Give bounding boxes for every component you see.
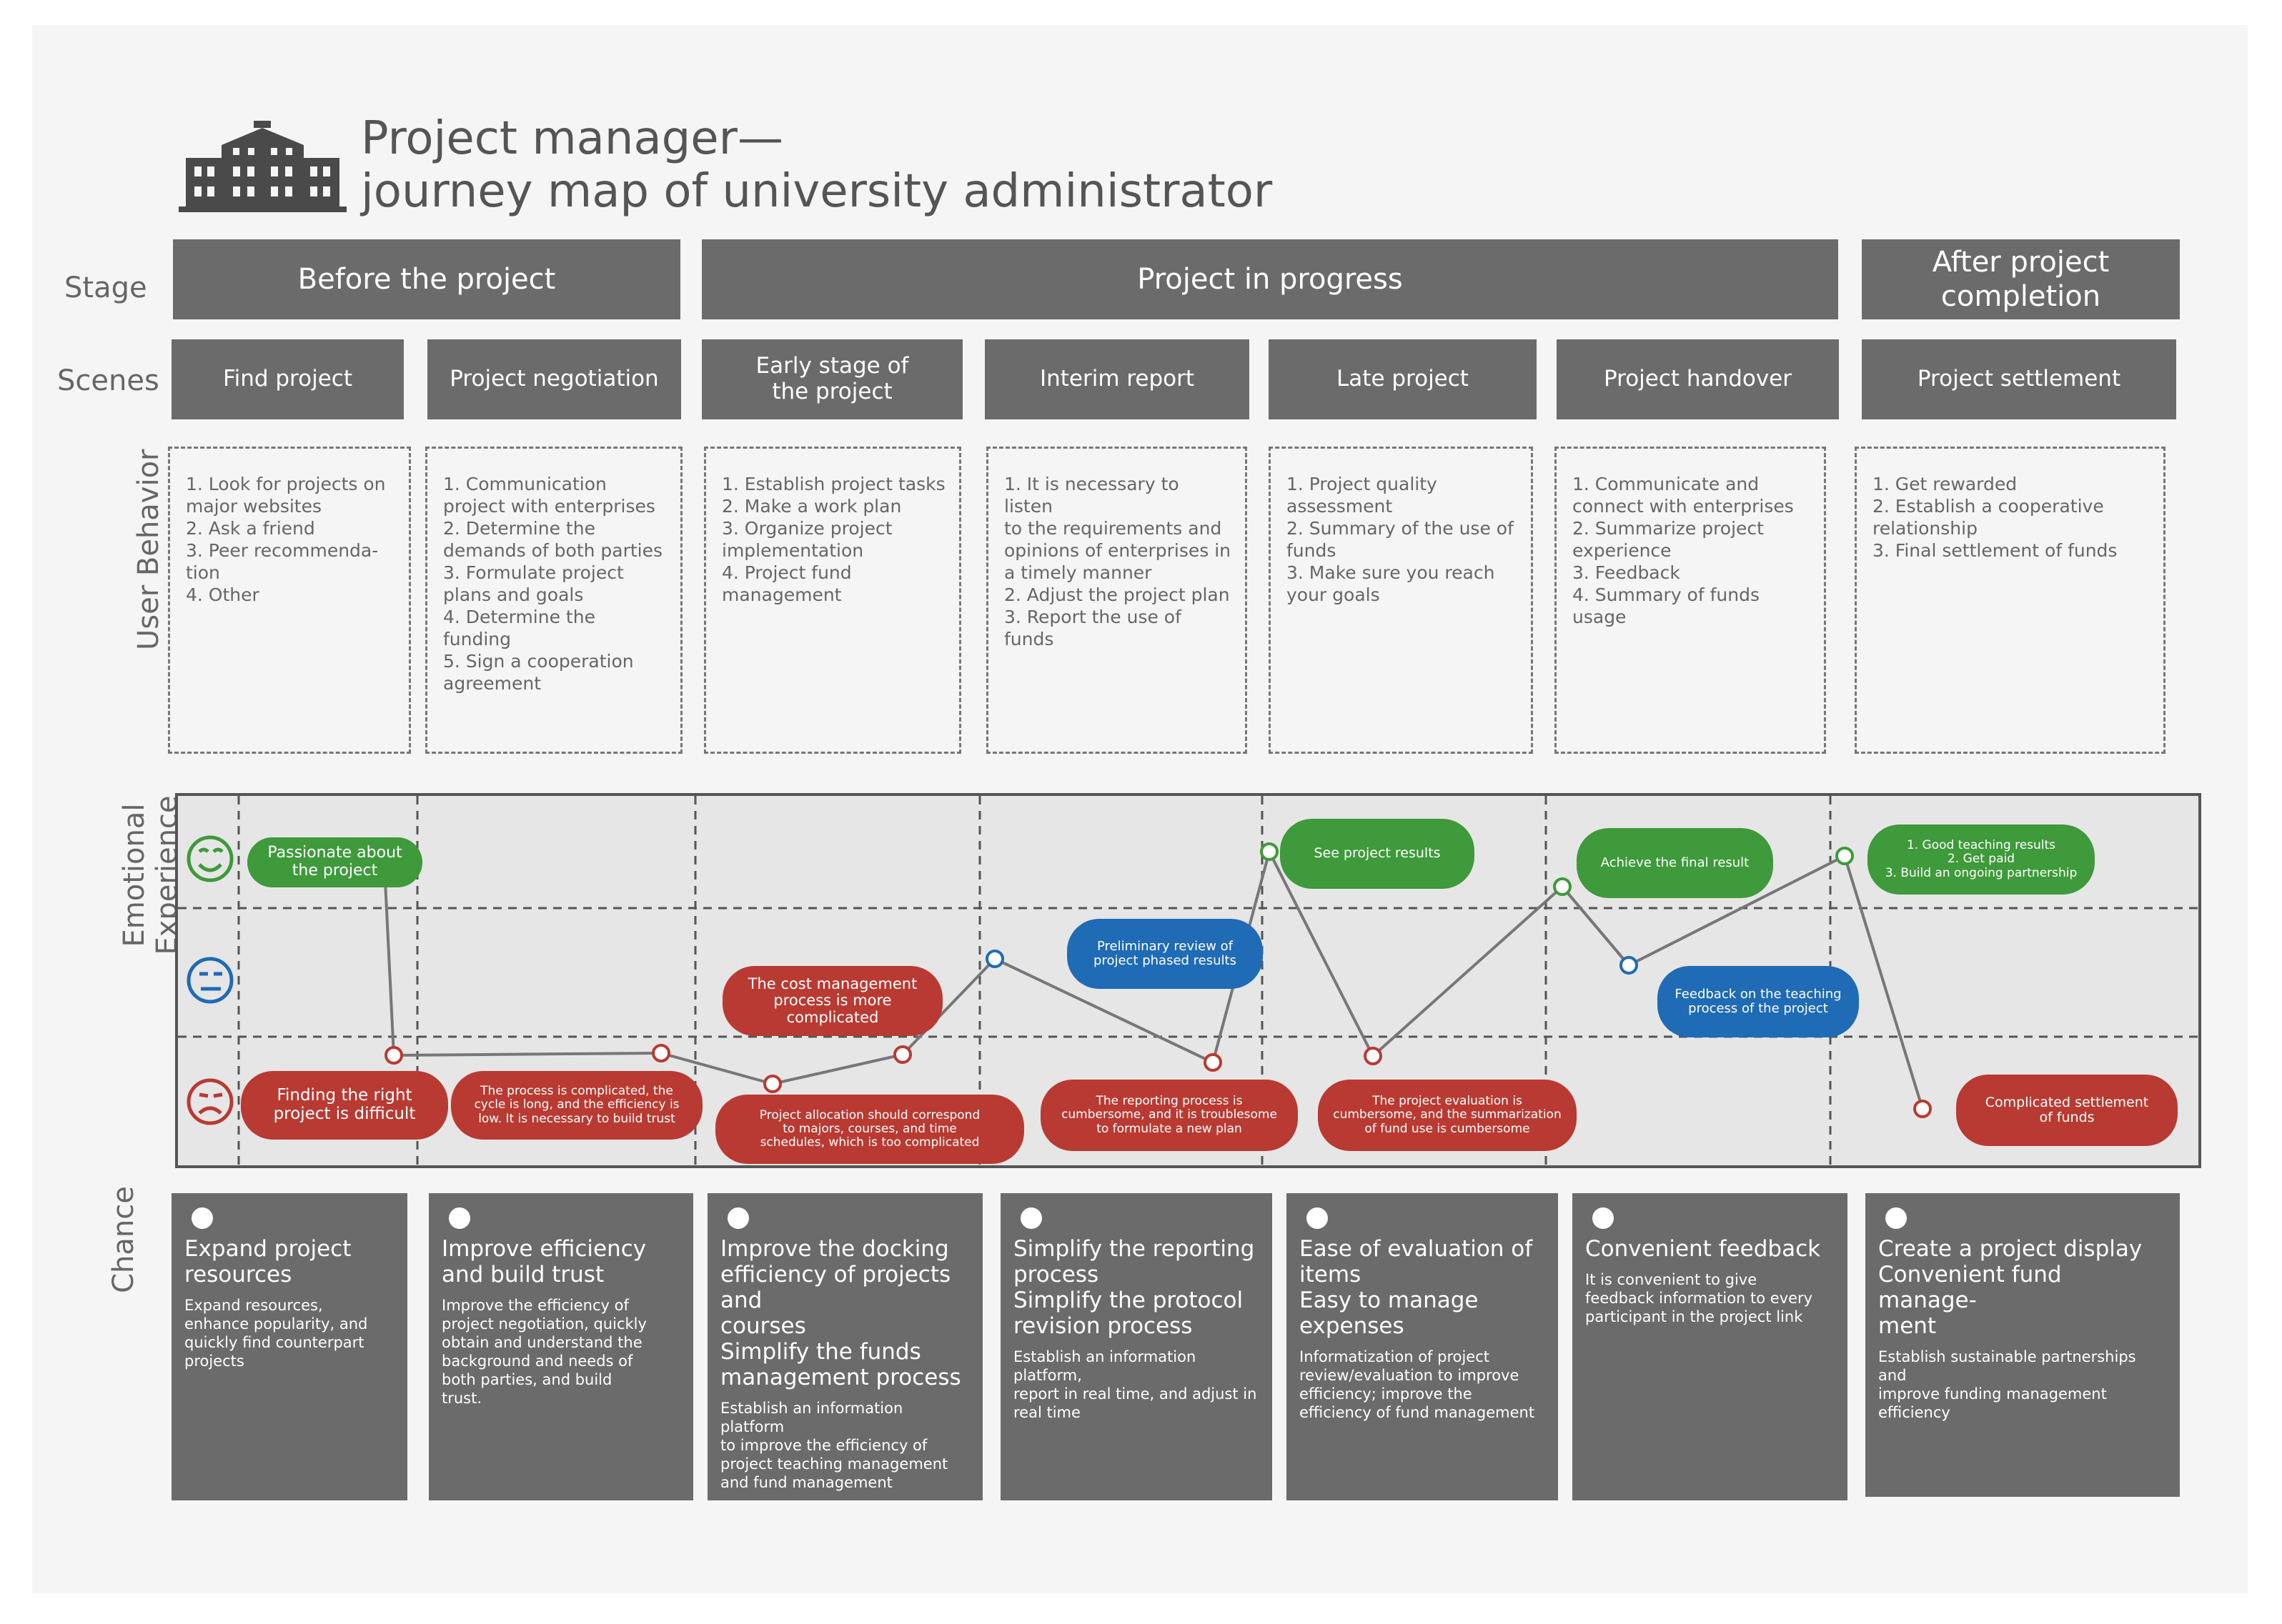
behavior-early-stage: 1. Establish project tasks 2. Make a wor… [704, 447, 961, 754]
bullet-dot-icon [449, 1207, 470, 1229]
emotion-bubble-reporting-cumbersome: The reporting process is cumbersome, and… [1041, 1080, 1298, 1151]
chance-ease-of-evaluation: Ease of evaluation of items Easy to mana… [1286, 1193, 1558, 1500]
scene-find-project: Find project [172, 339, 404, 419]
bullet-dot-icon [192, 1207, 213, 1229]
row-label-chance: Chance [107, 1186, 140, 1293]
emotion-point [893, 1045, 912, 1064]
emotion-point [763, 1075, 782, 1093]
stage-project-in-progress: Project in progress [702, 239, 1838, 319]
behavior-project-negotiation: 1. Communication project with enterprise… [425, 447, 683, 754]
emotion-point [652, 1044, 670, 1062]
chance-expand-resources: Expand project resources Expand resource… [172, 1193, 407, 1500]
stage-after-project-completion: After project completion [1862, 239, 2180, 319]
scene-late-project: Late project [1269, 339, 1537, 419]
scene-interim-report: Interim report [985, 339, 1249, 419]
emotional-experience-panel: Passionate about the project Finding the… [175, 793, 2201, 1168]
emotion-bubble-finding-difficult: Finding the right project is difficult [241, 1071, 448, 1140]
bullet-dot-icon [1885, 1207, 1907, 1229]
emotion-point [1913, 1100, 1932, 1118]
emotion-bubble-passionate: Passionate about the project [247, 837, 422, 887]
chance-simplify-reporting: Simplify the reporting process Simplify … [1001, 1193, 1272, 1500]
behavior-project-settlement: 1. Get rewarded 2. Establish a cooperati… [1855, 447, 2166, 754]
emotion-bubble-good-teaching: 1. Good teaching results 2. Get paid 3. … [1867, 825, 2095, 895]
bullet-dot-icon [1592, 1207, 1614, 1229]
sad-face-icon [187, 1078, 234, 1125]
emotion-point [385, 1046, 403, 1065]
bullet-dot-icon [728, 1207, 749, 1229]
emotion-bubble-final-result: Achieve the final result [1577, 828, 1773, 898]
chance-improve-docking: Improve the docking efficiency of projec… [708, 1193, 983, 1500]
emotion-bubble-cost-management: The cost management process is more comp… [723, 966, 943, 1036]
emotion-bubble-project-allocation: Project allocation should correspond to … [715, 1095, 1024, 1164]
behavior-late-project: 1. Project quality assessment 2. Summary… [1269, 447, 1533, 754]
title-line-1: Project manager— [361, 112, 783, 165]
emotion-bubble-process-complicated: The process is complicated, the cycle is… [451, 1071, 703, 1140]
behavior-project-handover: 1. Communicate and connect with enterpri… [1554, 447, 1826, 754]
emotion-bubble-complicated-settlement: Complicated settlement of funds [1956, 1075, 2178, 1146]
emotion-bubble-see-results: See project results [1280, 819, 1474, 889]
chance-convenient-feedback: Convenient feedback It is convenient to … [1572, 1193, 1847, 1500]
scene-project-handover: Project handover [1557, 339, 1839, 419]
emotion-point [986, 950, 1004, 968]
chance-project-display: Create a project display Convenient fund… [1865, 1193, 2180, 1497]
university-building-icon [179, 121, 347, 212]
row-label-stage: Stage [64, 272, 147, 304]
emotion-bubble-feedback-teaching: Feedback on the teaching process of the … [1657, 966, 1859, 1037]
behavior-interim-report: 1. It is necessary to listen to the requ… [986, 447, 1247, 754]
emotion-bubble-evaluation-cumbersome: The project evaluation is cumbersome, an… [1318, 1080, 1577, 1151]
row-label-scenes: Scenes [57, 364, 159, 397]
emotion-point [1364, 1047, 1382, 1065]
journey-map-canvas: Project manager— journey map of universi… [32, 25, 2248, 1593]
emotion-connector [1561, 885, 1630, 967]
emotion-point [1204, 1053, 1222, 1072]
row-label-user-behavior: User Behavior [132, 449, 165, 650]
emotion-point [1619, 956, 1638, 975]
bullet-dot-icon [1306, 1207, 1328, 1229]
behavior-find-project: 1. Look for projects on major websites 2… [168, 447, 411, 754]
title-line-2: journey map of university administrator [361, 165, 1273, 218]
emotion-bubble-preliminary-review: Preliminary review of project phased res… [1067, 919, 1263, 989]
scene-project-settlement: Project settlement [1862, 339, 2176, 419]
bullet-dot-icon [1021, 1207, 1042, 1229]
emotion-point [1260, 842, 1279, 861]
happy-face-icon [187, 835, 234, 882]
emotion-point [1835, 847, 1854, 865]
stage-before-project: Before the project [173, 239, 680, 319]
scene-early-stage: Early stage of the project [702, 339, 963, 419]
emotion-point [1553, 877, 1572, 896]
neutral-face-icon [187, 957, 234, 1004]
chance-improve-efficiency: Improve efficiency and build trust Impro… [429, 1193, 693, 1500]
scene-project-negotiation: Project negotiation [427, 339, 681, 419]
